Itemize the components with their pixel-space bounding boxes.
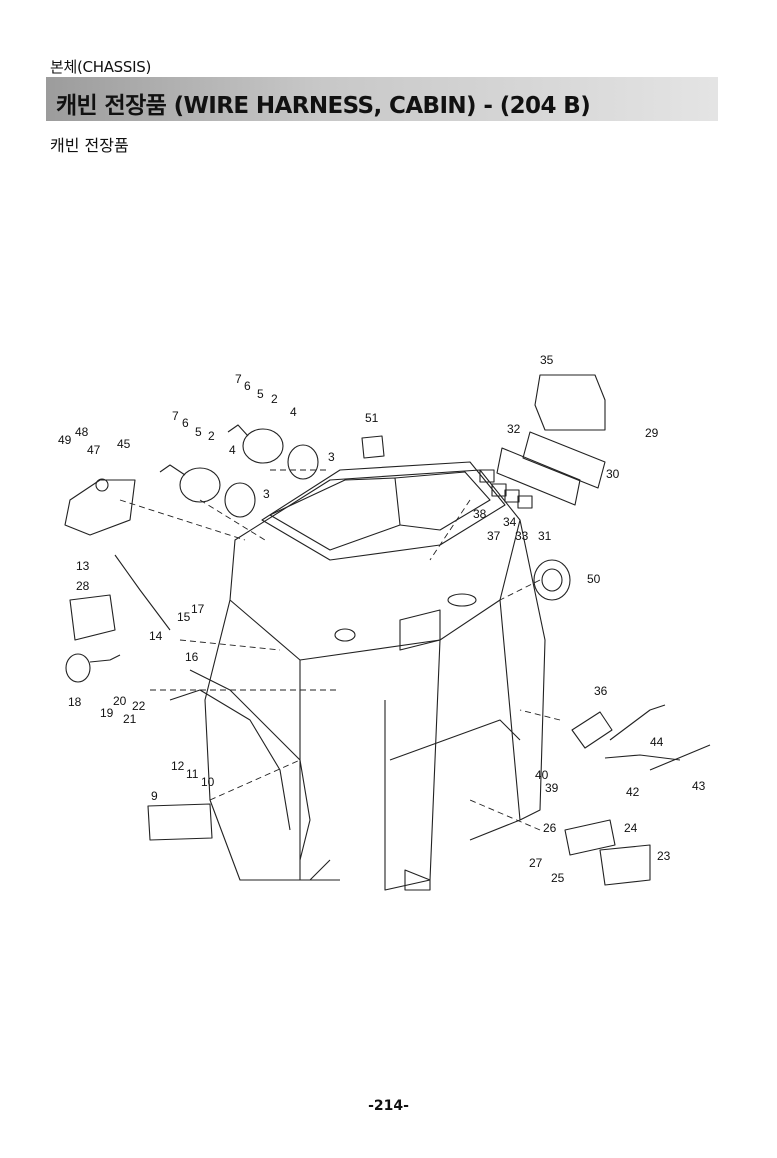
callout-label: 18: [68, 695, 82, 709]
callout-label: 34: [503, 515, 517, 529]
callout-label: 49: [58, 433, 72, 447]
callout-label: 35: [540, 353, 554, 367]
page-subtitle: 캐빈 전장품: [50, 136, 129, 155]
callout-label: 50: [587, 572, 601, 586]
callout-label: 12: [171, 759, 185, 773]
callout-label: 10: [201, 775, 215, 789]
callout-label: 4: [229, 443, 236, 457]
callout-label: 32: [507, 422, 521, 436]
callout-label: 23: [657, 849, 671, 863]
callout-label: 3: [263, 487, 270, 501]
title-bar: [46, 77, 718, 121]
callout-label: 21: [123, 712, 137, 726]
callout-label: 47: [87, 443, 101, 457]
callout-label: 40: [535, 768, 549, 782]
work-lamp-upper: [227, 424, 319, 480]
callout-label: 2: [271, 392, 278, 406]
callout-label: 3: [328, 450, 335, 464]
callout-label: 48: [75, 425, 89, 439]
callout-label: 51: [365, 411, 379, 425]
callout-label: 11: [186, 767, 199, 781]
callout-label: 37: [487, 529, 501, 543]
callout-label: 26: [543, 821, 557, 835]
callout-label: 5: [195, 425, 202, 439]
callout-label: 6: [244, 379, 251, 393]
callout-label: 24: [624, 821, 638, 835]
callout-label: 28: [76, 579, 90, 593]
callout-label: 43: [692, 779, 706, 793]
callout-label: 45: [117, 437, 131, 451]
callout-label: 15: [177, 610, 191, 624]
cabin-body: [169, 461, 546, 891]
callout-label: 14: [149, 629, 163, 643]
work-lamp-lower: [159, 464, 256, 518]
callout-label: 16: [185, 650, 199, 664]
callout-label: 2: [208, 429, 215, 443]
callout-label: 39: [545, 781, 559, 795]
callout-label: 19: [100, 706, 114, 720]
page-title: 캐빈 전장품 (WIRE HARNESS, CABIN) - (204 B): [56, 93, 591, 119]
callout-label: 22: [132, 699, 146, 713]
callout-label: 42: [626, 785, 640, 799]
callout-label: 17: [191, 602, 205, 616]
callout-label: 7: [172, 409, 179, 423]
callout-label: 20: [113, 694, 127, 708]
callout-label: 25: [551, 871, 565, 885]
page-number: -214-: [368, 1098, 409, 1114]
callout-label: 31: [538, 529, 552, 543]
callout-label: 30: [606, 467, 620, 481]
callout-label: 13: [76, 559, 90, 573]
section-label: 본체(CHASSIS): [50, 58, 152, 76]
callout-label: 9: [151, 789, 158, 803]
callout-label: 7: [235, 372, 242, 386]
callout-label: 44: [650, 735, 664, 749]
callout-label: 6: [182, 416, 189, 430]
washer-tank: [64, 478, 136, 536]
callout-label: 36: [594, 684, 608, 698]
callout-label: 38: [473, 507, 487, 521]
callout-label: 27: [529, 856, 543, 870]
callout-label: 29: [645, 426, 659, 440]
callout-label: 4: [290, 405, 297, 419]
callout-label: 33: [515, 529, 529, 543]
callout-label: 5: [257, 387, 264, 401]
